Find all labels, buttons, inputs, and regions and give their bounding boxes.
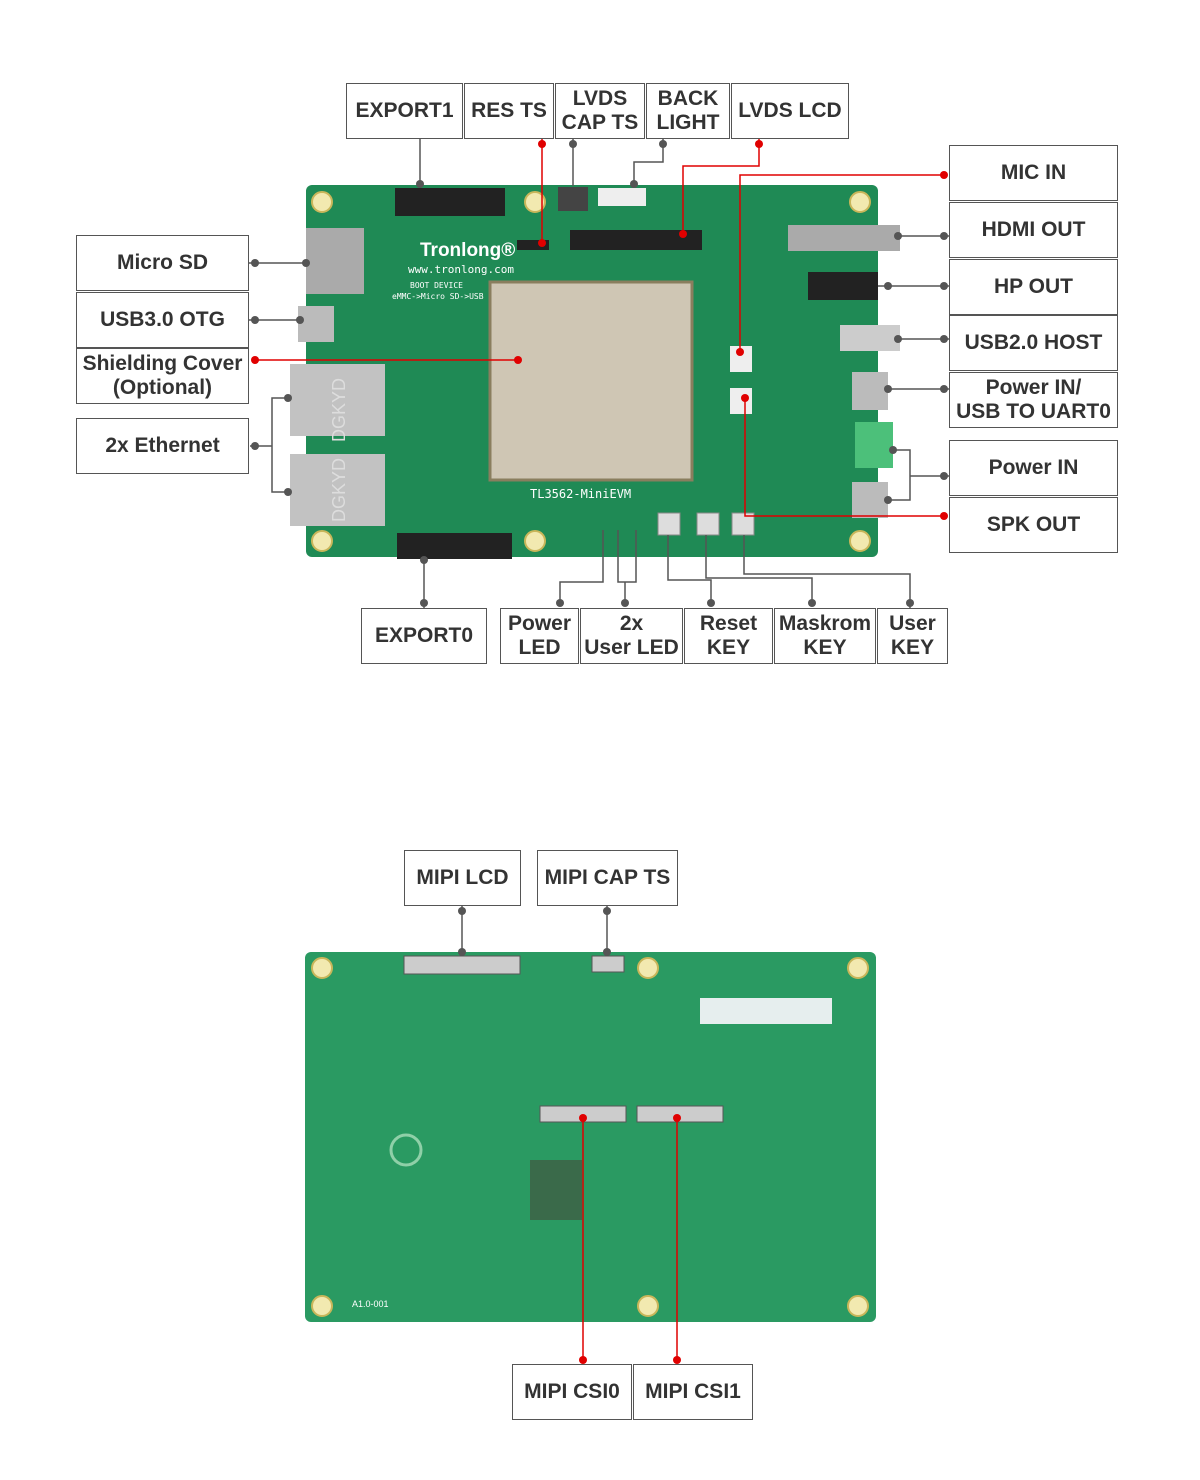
micro-sd-slot — [306, 228, 364, 294]
usb3-otg-port — [298, 306, 334, 342]
label-micro-sd: Micro SD — [76, 235, 249, 291]
chip-area — [530, 1160, 582, 1220]
export1-header — [395, 188, 505, 216]
label-user-led: 2x User LED — [580, 608, 683, 664]
label-maskrom-key: Maskrom KEY — [774, 608, 876, 664]
label-spk-out: SPK OUT — [949, 497, 1118, 553]
label-lvds-cap-ts: LVDS CAP TS — [555, 83, 645, 139]
version-text: A1.0-001 — [352, 1299, 389, 1309]
backlight-connector — [598, 188, 646, 206]
usb2-host-port — [840, 325, 900, 351]
boot-device-text: BOOT DEVICE — [410, 281, 463, 290]
pcb-bottom — [305, 952, 876, 1322]
leader-dots — [251, 140, 948, 956]
label-ethernet: 2x Ethernet — [76, 418, 249, 474]
mipi-csi1-connector — [636, 1105, 724, 1123]
shielding-cover — [488, 280, 694, 482]
label-mipi-cap-ts: MIPI CAP TS — [537, 850, 678, 906]
brand-logo: Tronlong® — [420, 240, 515, 261]
label-lvds-lcd: LVDS LCD — [731, 83, 849, 139]
label-hp-out: HP OUT — [949, 259, 1118, 315]
label-back-light: BACK LIGHT — [646, 83, 730, 139]
highlight-dots — [251, 140, 948, 1364]
eth-chip-label-2: DGKYD — [329, 458, 349, 522]
model-text: TL3562-MiniEVM — [530, 487, 631, 501]
label-export1: EXPORT1 — [346, 83, 463, 139]
label-export0: EXPORT0 — [361, 608, 487, 664]
label-mic-in: MIC IN — [949, 145, 1118, 201]
label-reset-key: Reset KEY — [684, 608, 773, 664]
export0-header — [397, 533, 512, 559]
label-mipi-csi0: MIPI CSI0 — [512, 1364, 632, 1420]
label-res-ts: RES TS — [464, 83, 554, 139]
label-mipi-lcd: MIPI LCD — [404, 850, 521, 906]
ethernet-port-2 — [290, 454, 385, 526]
pb-free-icon — [389, 1133, 423, 1167]
label-power-in: Power IN — [949, 440, 1118, 496]
mounting-holes-bottom — [311, 957, 869, 1317]
label-shielding-cover: Shielding Cover (Optional) — [76, 348, 249, 404]
mipi-lcd-connector — [403, 955, 521, 975]
boot-order-text: eMMC->Micro SD->USB — [392, 292, 484, 301]
mic-in-connector — [730, 346, 752, 372]
top-board: DGKYD DGKYD Tronlong® www.tronlong.com B… — [290, 185, 900, 559]
power-terminal — [855, 422, 893, 468]
res-ts-header — [517, 240, 549, 250]
label-usb3-otg: USB3.0 OTG — [76, 292, 249, 348]
label-hdmi-out: HDMI OUT — [949, 202, 1118, 258]
label-usb2-host: USB2.0 HOST — [949, 315, 1118, 371]
label-mipi-csi1: MIPI CSI1 — [633, 1364, 753, 1420]
power-usb-port — [852, 482, 888, 518]
mipi-cap-ts-connector — [591, 955, 625, 973]
mounting-holes — [311, 191, 871, 552]
label-power-led: Power LED — [500, 608, 579, 664]
lvds-lcd-header — [570, 230, 702, 250]
label-sticker — [700, 998, 832, 1024]
keys — [657, 512, 755, 536]
hdmi-port — [788, 225, 900, 251]
spk-out-connector — [730, 388, 752, 414]
label-user-key: User KEY — [877, 608, 948, 664]
hp-jack — [808, 272, 878, 300]
bottom-board: A1.0-001 — [305, 952, 876, 1322]
lvds-cap-ts-connector — [558, 187, 588, 211]
website-text: www.tronlong.com — [408, 263, 514, 276]
highlight-lines — [255, 139, 944, 1360]
ethernet-port-1 — [290, 364, 385, 436]
eth-chip-label-1: DGKYD — [329, 378, 349, 442]
label-power-in-uart: Power IN/ USB TO UART0 — [949, 372, 1118, 428]
usb-uart-port — [852, 372, 888, 410]
